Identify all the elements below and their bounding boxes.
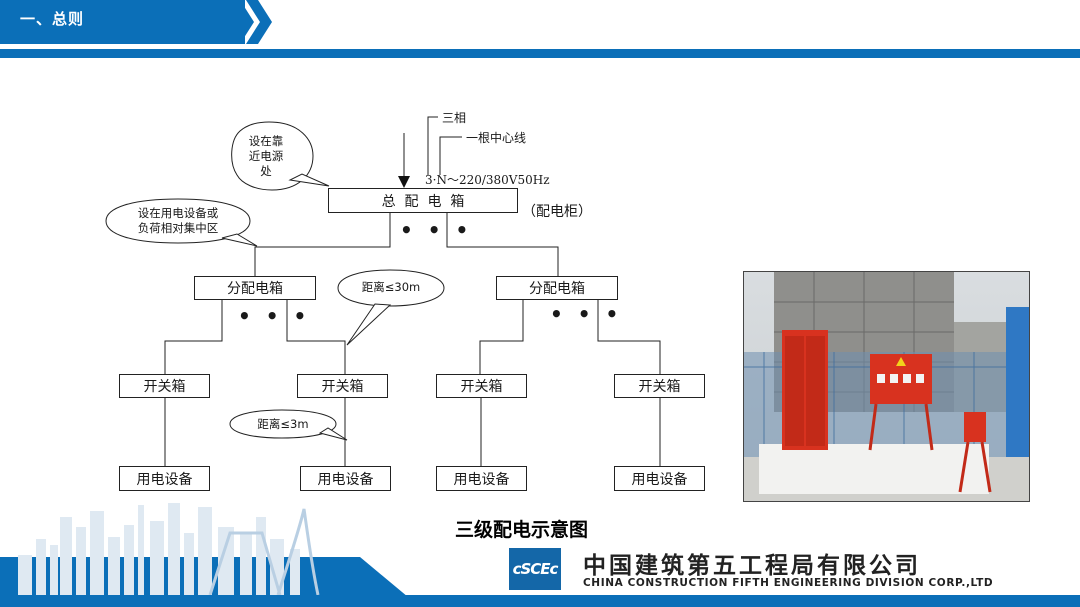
main-distribution-box-label: 总 配 电 箱 (381, 193, 465, 210)
callout-distance-30m: 距离≤30m (361, 280, 421, 294)
header-tab (0, 0, 245, 44)
section-title: 一、总则 (20, 10, 85, 28)
company-name-english: CHINA CONSTRUCTION FIFTH ENGINEERING DIV… (583, 577, 994, 589)
device-box-3: 用电设备 (436, 466, 527, 491)
ellipsis-left: • • • (238, 304, 311, 328)
device-box-1: 用电设备 (119, 466, 210, 491)
switch-box-2: 开关箱 (297, 374, 388, 398)
callout-distance-3m: 距离≤3m (257, 417, 309, 431)
three-phase-label: 三相 (442, 111, 467, 125)
main-box-note: （配电柜） (522, 204, 592, 220)
callout-near-source: 设在靠 近电源 处 (248, 134, 284, 178)
company-name-chinese: 中国建筑第五工程局有限公司 (583, 553, 921, 579)
power-spec-label: 3·N～220/380V50Hz (425, 173, 550, 187)
ellipsis-right: • • • (550, 302, 623, 326)
device-box-2: 用电设备 (300, 466, 391, 491)
switch-box-1: 开关箱 (119, 374, 210, 398)
switch-box-3: 开关箱 (436, 374, 527, 398)
switch-box-4: 开关箱 (614, 374, 705, 398)
site-photo-distribution-cabinets (743, 271, 1030, 502)
footer-band (0, 595, 1080, 607)
diagram-caption: 三级配电示意图 (455, 519, 589, 541)
ellipsis-main: • • • (400, 218, 473, 242)
sub-distribution-box-1: 分配电箱 (194, 276, 316, 300)
chevron-arrows-icon (228, 0, 272, 44)
sub-distribution-box-2: 分配电箱 (496, 276, 618, 300)
neutral-line-label: 一根中心线 (466, 131, 527, 145)
device-box-4: 用电设备 (614, 466, 705, 491)
company-logo: cSCEc (509, 548, 561, 590)
distribution-diagram-lines (105, 116, 661, 466)
main-distribution-box: 总 配 电 箱 (328, 188, 518, 213)
header-rule (0, 49, 1080, 58)
city-skyline-graphic (0, 503, 420, 607)
callout-load-center: 设在用电设备或 负荷相对集中区 (137, 206, 219, 235)
